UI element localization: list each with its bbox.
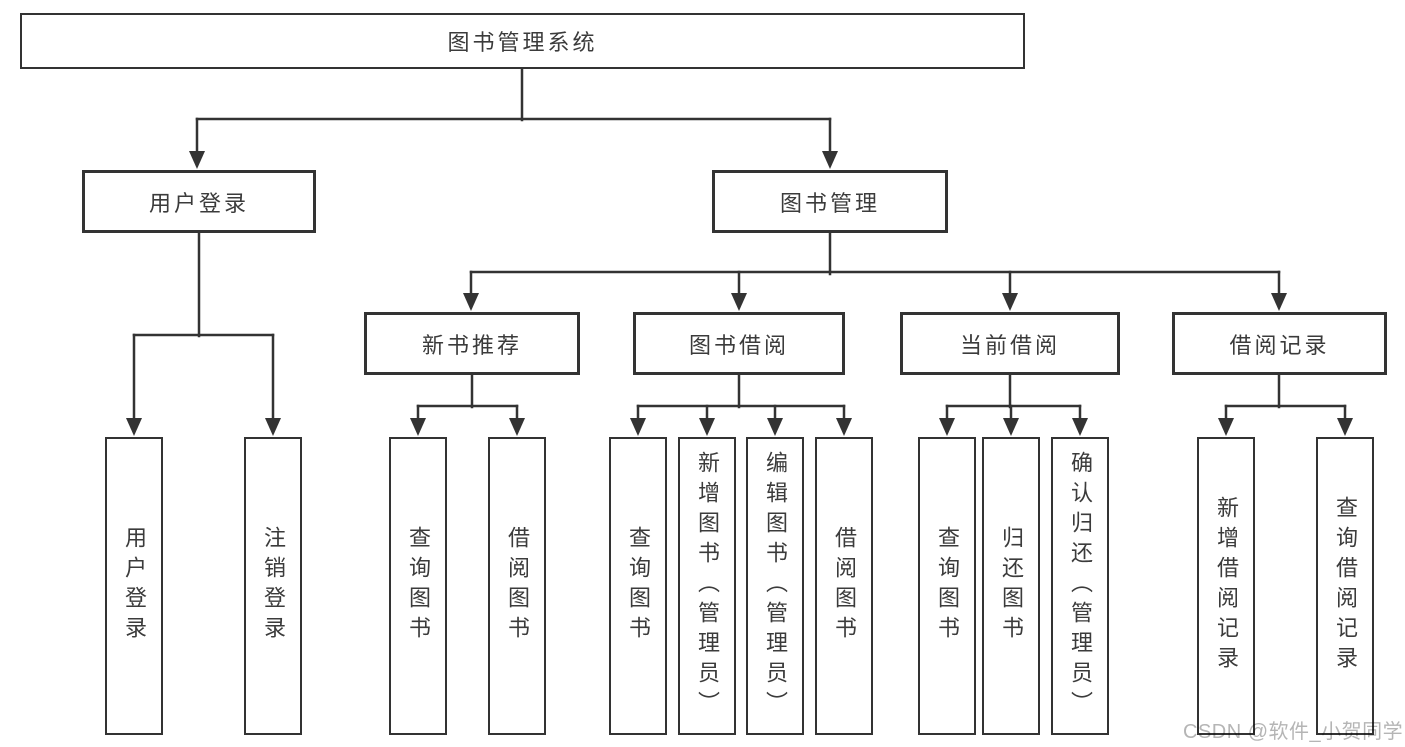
leaf-add-book-admin: 新增图书（管理员） — [678, 437, 736, 735]
leaf-add-borrow-record: 新增借阅记录 — [1197, 437, 1255, 735]
node-book-borrowing: 图书借阅 — [633, 312, 845, 375]
csdn-watermark: CSDN @软件_小贺同学 — [1183, 721, 1404, 743]
arrowheads — [126, 151, 1353, 436]
node-current-borrowing: 当前借阅 — [900, 312, 1120, 375]
node-label: 查询图书 — [626, 526, 651, 646]
node-new-book-recommendation: 新书推荐 — [364, 312, 580, 375]
leaf-confirm-return-admin: 确认归还（管理员） — [1051, 437, 1109, 735]
node-label: 借阅记录 — [1229, 332, 1330, 358]
node-label: 新增借阅记录 — [1214, 496, 1239, 676]
leaf-borrow-books-borrowing: 借阅图书 — [815, 437, 873, 735]
leaf-logout: 注销登录 — [244, 437, 302, 735]
node-borrowing-records: 借阅记录 — [1172, 312, 1387, 375]
node-label: 用户登录 — [122, 526, 147, 646]
leaf-borrow-books-recommend: 借阅图书 — [488, 437, 546, 735]
node-label: 图书管理 — [779, 190, 880, 216]
leaf-query-books-borrowing: 查询图书 — [609, 437, 667, 735]
leaf-query-borrow-record: 查询借阅记录 — [1316, 437, 1374, 735]
node-label: 查询图书 — [406, 526, 431, 646]
node-label: 图书管理系统 — [447, 30, 598, 55]
node-label: 查询图书 — [935, 526, 960, 646]
leaf-user-login: 用户登录 — [105, 437, 163, 735]
leaf-query-books-recommend: 查询图书 — [389, 437, 447, 735]
node-book-management: 图书管理 — [712, 170, 948, 233]
node-label: 注销登录 — [261, 526, 286, 646]
node-label: 图书借阅 — [688, 332, 789, 358]
node-library-management-system: 图书管理系统 — [20, 13, 1025, 69]
node-label: 编辑图书（管理员） — [763, 451, 788, 721]
leaf-return-books: 归还图书 — [982, 437, 1040, 735]
node-label: 查询借阅记录 — [1333, 496, 1358, 676]
leaf-edit-book-admin: 编辑图书（管理员） — [746, 437, 804, 735]
node-label: 确认归还（管理员） — [1068, 451, 1093, 721]
node-label: 用户登录 — [148, 190, 249, 216]
node-label: 归还图书 — [999, 526, 1024, 646]
node-label: 新书推荐 — [421, 332, 522, 358]
node-label: 借阅图书 — [832, 526, 857, 646]
leaf-query-books-current: 查询图书 — [918, 437, 976, 735]
node-label: 当前借阅 — [959, 332, 1060, 358]
node-label: 借阅图书 — [505, 526, 530, 646]
node-user-login: 用户登录 — [82, 170, 316, 233]
node-label: 新增图书（管理员） — [695, 451, 720, 721]
